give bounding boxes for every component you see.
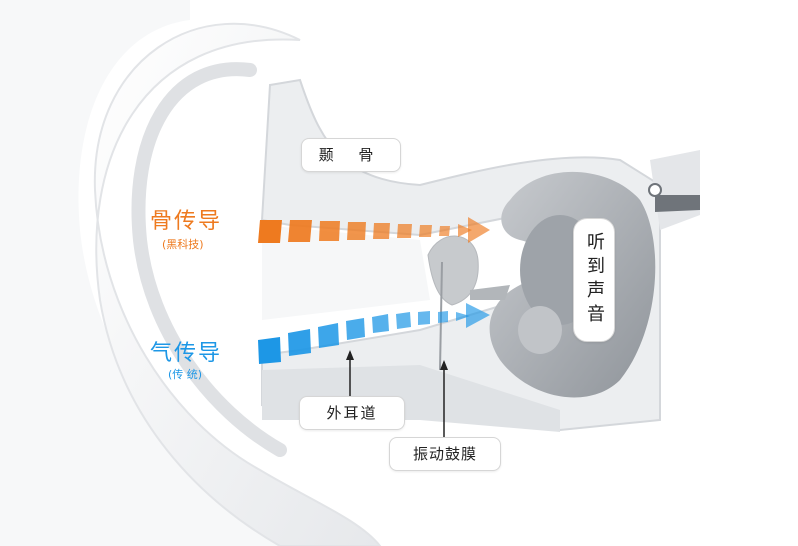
ear-canal-tag: 外耳道: [299, 396, 405, 430]
air-conduction-sublabel: (传 统): [168, 368, 203, 381]
outer-ear: [0, 0, 382, 546]
eardrum-tag: 振动鼓膜: [389, 437, 501, 471]
leader-lines: [346, 350, 448, 437]
bone-conduction-label: 骨传导: [150, 209, 223, 234]
temporal-bone-tag: 颞 骨: [301, 138, 401, 172]
bone-conduction-sublabel: (黑科技): [162, 238, 204, 251]
bone-conduction-arrow: [258, 217, 490, 243]
middle-ear: [427, 235, 510, 371]
air-conduction-label: 气传导: [150, 341, 223, 366]
hear-sound-tag: 听到声音: [573, 218, 615, 342]
air-conduction-arrow: [258, 303, 490, 364]
